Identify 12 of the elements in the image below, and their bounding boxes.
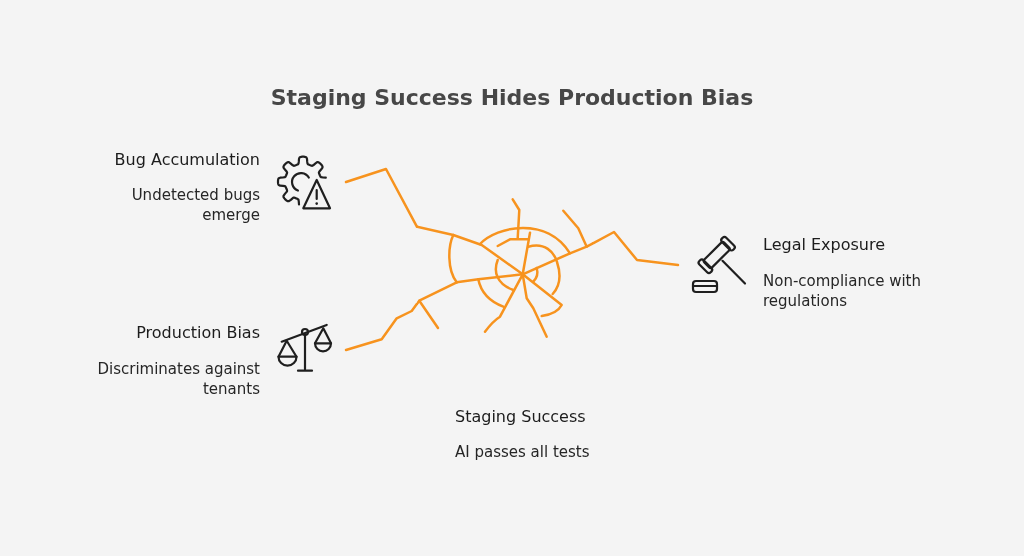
title: Staging Success Hides Production Bias [270,84,754,112]
heading: Staging Success [455,407,587,427]
crack-line [344,302,419,352]
crack-line [344,167,419,229]
crack-line [591,230,680,267]
heading: Bug Accumulation [113,150,260,170]
heading: Legal Exposure [763,235,887,255]
description: Undetected bugs emerge [130,185,260,225]
description: Non-compliance with regulations [763,271,922,311]
description: AI passes all tests [455,442,591,462]
heading: Production Bias [135,323,260,343]
description: Discriminates against tenants [96,359,260,399]
